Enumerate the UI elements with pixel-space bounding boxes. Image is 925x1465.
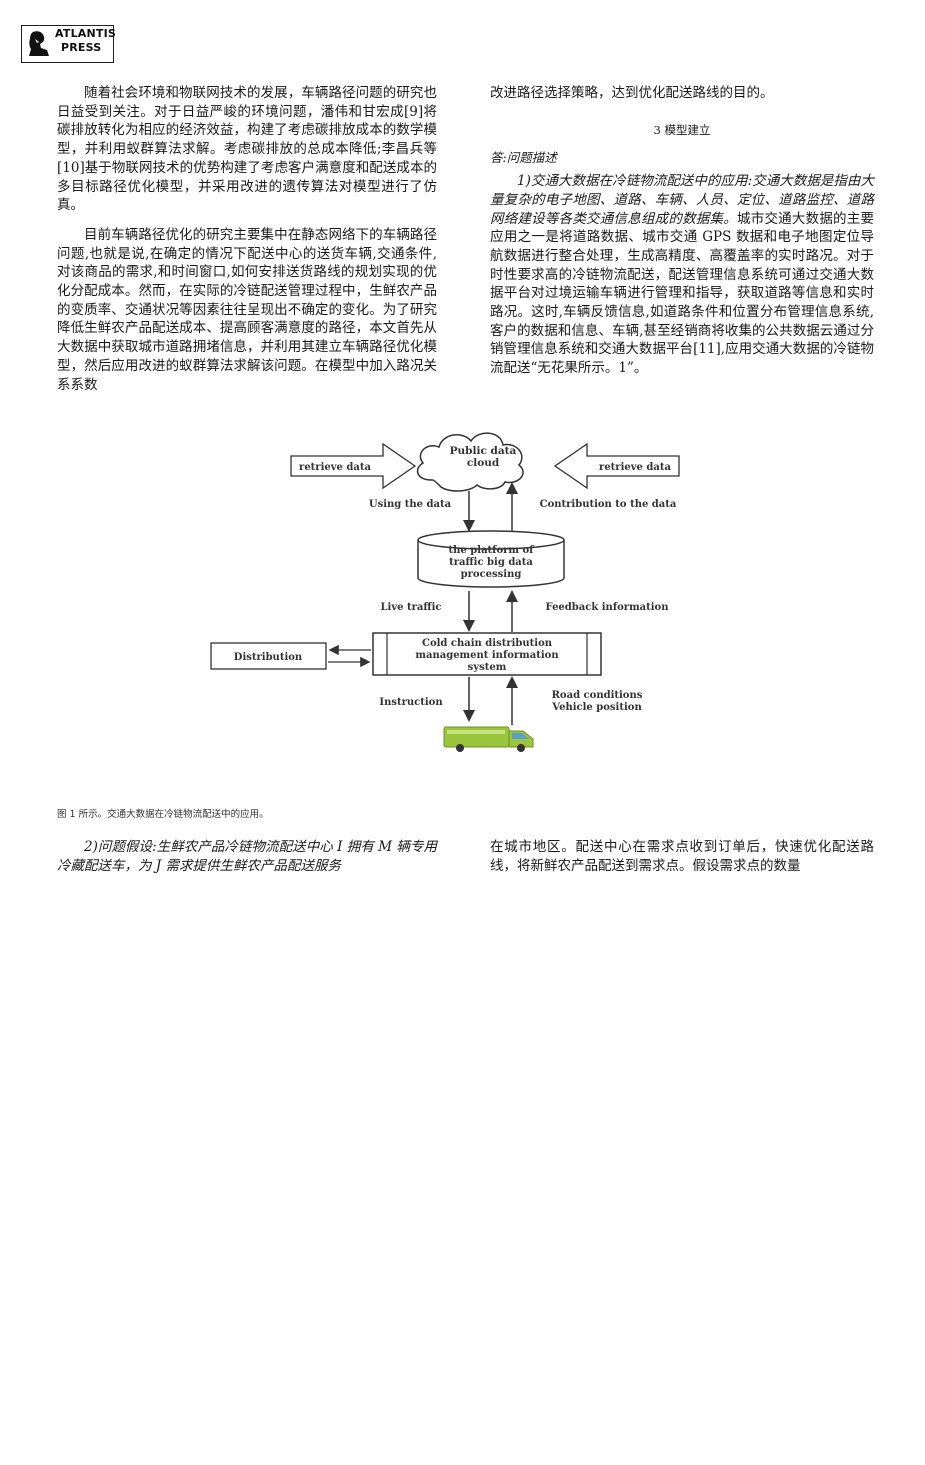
platform-label-3: processing	[461, 569, 522, 580]
bottom-left-column: 2)问题假设:生鲜农产品冷链物流配送中心 I 拥有 M 辆专用冷藏配送车，为 J…	[57, 838, 437, 875]
distribution-label: Distribution	[234, 652, 303, 663]
retrieve-right-label: retrieve data	[599, 462, 671, 473]
platform-label-2: traffic big data	[449, 557, 533, 568]
retrieve-left-arrow	[290, 442, 417, 490]
subsection-heading: 答:问题描述	[490, 150, 557, 166]
figure-caption: 图 1 所示。交通大数据在冷链物流配送中的应用。	[57, 809, 269, 820]
bottom-left-paragraph: 2)问题假设:生鲜农产品冷链物流配送中心 I 拥有 M 辆专用冷藏配送车，为 J…	[57, 839, 437, 874]
feedback-label: Feedback information	[546, 602, 670, 613]
right-paragraph-2-italic: 1)交通大数据在冷链物流配送中的应用:交通大数据是指由大量复杂的电子地图、道路、…	[490, 173, 874, 227]
vehicle-position-label: Vehicle position	[551, 702, 642, 713]
bottom-right-column: 在城市地区。配送中心在需求点收到订单后，快速优化配送路线，将新鲜农产品配送到需求…	[490, 838, 874, 875]
instruction-label: Instruction	[379, 697, 443, 708]
retrieve-left-label: retrieve data	[299, 462, 371, 473]
publisher-logo: ATLANTIS PRESS	[21, 25, 117, 63]
contribution-label: Contribution to the data	[540, 499, 677, 510]
platform-label-1: the platform of	[449, 545, 535, 556]
distribution-box	[210, 642, 327, 670]
platform-cylinder	[417, 530, 565, 588]
retrieve-right-arrow	[553, 442, 680, 490]
cold-chain-label-3: system	[468, 662, 507, 673]
live-traffic-label: Live traffic	[381, 602, 442, 613]
truck-icon	[443, 726, 534, 752]
cloud-shape	[416, 432, 524, 492]
cold-chain-label-1: Cold chain distribution	[422, 638, 553, 649]
logo-line-1: ATLANTIS	[55, 27, 117, 40]
road-conditions-label: Road conditions	[552, 690, 643, 701]
traffic-big-data-figure: Public data cloud retrieve data retrieve…	[210, 432, 680, 752]
right-paragraph-2-text: 城市交通大数据的主要应用之一是将道路数据、城市交通 GPS 数据和电子地图定位导…	[490, 210, 874, 377]
left-paragraph-2: 目前车辆路径优化的研究主要集中在静态网络下的车辆路径问题,也就是说,在确定的情况…	[57, 226, 437, 393]
left-paragraph-1: 随着社会环境和物联网技术的发展，车辆路径问题的研究也日益受到关注。对于日益严峻的…	[57, 85, 437, 214]
right-column: 改进路径选择策略，达到优化配送路线的目的。 3 模型建立 答:问题描述 1)交通…	[490, 84, 874, 378]
cold-chain-system-box	[372, 632, 602, 676]
cloud-label-1: Public data	[450, 445, 517, 457]
logo-line-2: PRESS	[61, 41, 102, 54]
right-paragraph-1: 改进路径选择策略，达到优化配送路线的目的。	[490, 85, 774, 101]
cold-chain-label-2: management information	[415, 650, 559, 661]
thinker-logo-icon	[29, 31, 49, 56]
bottom-right-paragraph: 在城市地区。配送中心在需求点收到订单后，快速优化配送路线，将新鲜农产品配送到需求…	[490, 839, 874, 874]
left-column: 随着社会环境和物联网技术的发展，车辆路径问题的研究也日益受到关注。对于日益严峻的…	[57, 84, 437, 394]
cloud-label-2: cloud	[467, 457, 500, 469]
using-data-label: Using the data	[369, 499, 452, 510]
section-title: 3 模型建立	[653, 122, 711, 137]
